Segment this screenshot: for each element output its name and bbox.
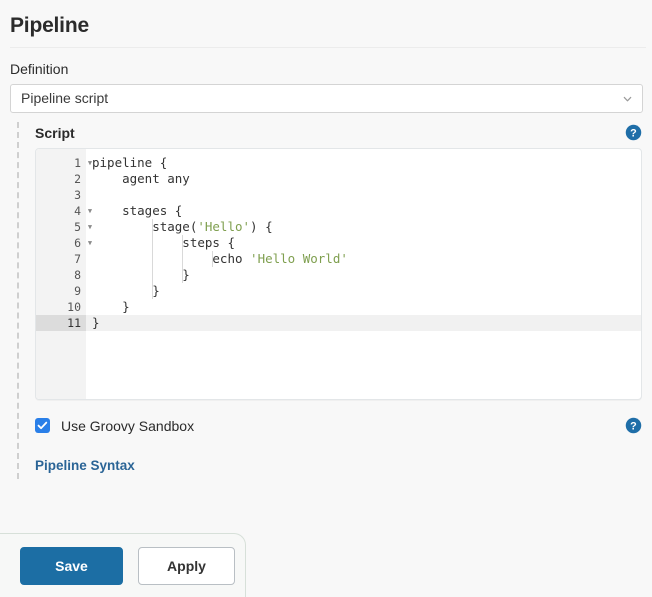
code-line[interactable]: stages { [92, 203, 183, 218]
gutter-line-number: 5▼ [74, 220, 93, 234]
code-line[interactable]: echo 'Hello World' [92, 251, 348, 266]
code-line[interactable] [86, 187, 641, 203]
gutter-line-number: 1▼ [74, 156, 93, 170]
gutter-line-number: 8 [74, 268, 81, 282]
code-line[interactable]: } [92, 283, 160, 298]
editor-code-area[interactable]: pipeline { agent any stages { stage('Hel… [86, 149, 641, 399]
script-label: Script [35, 124, 75, 141]
chevron-down-icon [623, 96, 632, 101]
gutter-line-number: 6▼ [74, 236, 93, 250]
code-line[interactable]: agent any [92, 171, 190, 186]
definition-select[interactable]: Pipeline script [10, 84, 643, 113]
svg-text:?: ? [630, 127, 637, 139]
gutter-line-number: 7 [74, 252, 81, 266]
fold-arrow-icon[interactable]: ▼ [87, 207, 93, 215]
page-title: Pipeline [10, 14, 89, 37]
code-string: 'Hello World' [250, 251, 348, 266]
groovy-sandbox-checkbox[interactable] [35, 418, 50, 433]
definition-label: Definition [10, 61, 69, 77]
gutter-line-number: 3 [74, 188, 81, 202]
fold-arrow-icon[interactable]: ▼ [87, 239, 93, 247]
code-line[interactable]: pipeline { [92, 155, 168, 170]
script-header: Script ? [19, 122, 652, 148]
code-line[interactable]: } [92, 267, 190, 282]
code-line[interactable]: } [92, 299, 130, 314]
gutter-line-number: 10 [67, 300, 81, 314]
pipeline-syntax-link[interactable]: Pipeline Syntax [35, 458, 135, 473]
svg-text:?: ? [630, 420, 637, 432]
code-string: 'Hello' [197, 219, 251, 234]
code-line[interactable]: } [86, 315, 641, 331]
definition-select-value: Pipeline script [21, 90, 109, 106]
apply-button[interactable]: Apply [138, 546, 235, 585]
sandbox-control[interactable]: Use Groovy Sandbox [35, 418, 194, 434]
title-divider [10, 47, 646, 48]
fold-arrow-icon[interactable]: ▼ [87, 159, 93, 167]
help-icon[interactable]: ? [625, 417, 642, 434]
save-button[interactable]: Save [20, 546, 123, 585]
help-icon[interactable]: ? [625, 124, 642, 141]
form-button-bar: Save Apply [0, 533, 246, 597]
groovy-sandbox-label: Use Groovy Sandbox [61, 417, 195, 434]
code-line[interactable]: steps { [92, 235, 235, 250]
check-icon [37, 421, 48, 430]
code-line[interactable]: stage('Hello') { [92, 219, 273, 234]
gutter-line-number: 4▼ [74, 204, 93, 218]
gutter-line-number: 11 [36, 315, 86, 331]
fold-arrow-icon[interactable]: ▼ [87, 223, 93, 231]
gutter-line-number: 2 [74, 172, 81, 186]
gutter-line-number: 9 [74, 284, 81, 298]
sandbox-row: Use Groovy Sandbox ? [19, 400, 652, 434]
